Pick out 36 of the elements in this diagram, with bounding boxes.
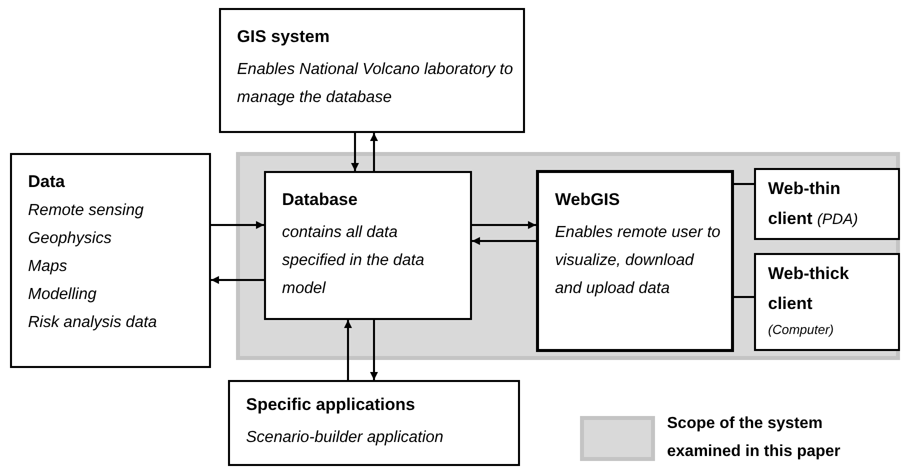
node-text: Geophysics [28,229,113,249]
node-text: Risk analysis data [28,313,158,333]
arrow [472,237,536,245]
connector-line [734,296,754,298]
node-text: Enables National Volcano laboratory to manage the database [237,60,514,108]
data-box [10,153,211,368]
arrow [211,276,264,284]
system-box [219,8,525,133]
database-box [264,171,472,320]
node-text: (Computer) [768,321,835,339]
node-title: Specific applications [246,394,416,416]
node-title: Web-thick client [768,263,850,315]
arrow [351,133,359,171]
node-title: Data [28,171,66,193]
client-box [754,168,900,240]
arrow [211,221,264,229]
node-text: Scenario-builder application [246,428,444,448]
arrow [344,320,352,380]
application-box [228,380,520,466]
node-title: WebGIS [555,189,621,211]
arrow [370,320,378,380]
arrow [370,133,378,171]
node-title: Database [282,189,359,211]
node-text: Maps [28,257,68,277]
node-text: Enables remote user to visualize, download and upload data [555,223,722,299]
scope-area [236,152,900,360]
node-title: GIS system [237,26,331,48]
node-text: Remote sensing [28,201,145,221]
client-box [754,253,900,351]
legend-text: Scope of the system examined in this paper [667,414,842,462]
connector-line [734,183,754,185]
node-text: Modelling [28,285,98,305]
webgis-box [536,170,734,352]
arrow [472,221,536,229]
node-title: Web-thin client (PDA) [768,178,859,230]
node-text: contains all data specified in the data model [282,223,426,299]
